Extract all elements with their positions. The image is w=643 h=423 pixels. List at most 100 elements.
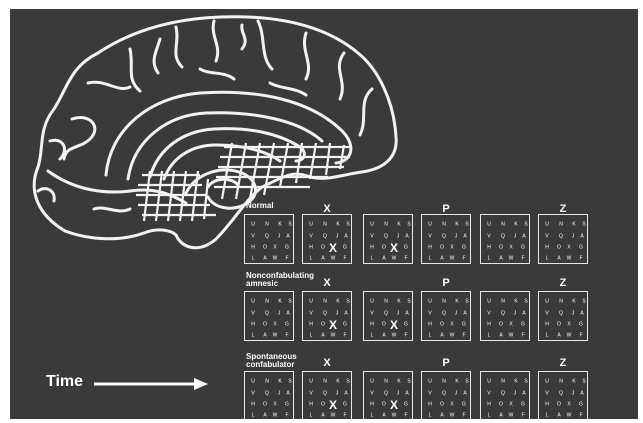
grid-letter: L [309,332,313,339]
grid-letter: O [382,321,386,328]
grid-letter: O [499,321,503,328]
grid-letter: U [251,298,255,305]
grid-letter: A [580,233,584,240]
grid-letter: O [440,401,444,408]
grid-letter: L [487,332,491,339]
grid-letter: F [521,412,525,419]
grid-letter: U [487,221,491,228]
grid-letter: H [251,321,255,328]
grid-letter: W [508,412,514,419]
column-header: Z [559,357,567,369]
grid-letter: V [251,310,255,317]
grid-letter: A [321,412,325,419]
grid-letter: Q [442,233,446,240]
grid-letter: K [514,298,518,305]
grid-letter: F [404,332,408,339]
grid-letter: X [273,244,277,251]
grid-letter: W [508,332,514,339]
grid-letter: F [285,412,289,419]
grid-letter: S [582,298,586,305]
grid-letter: Q [323,390,327,397]
grid-letter: A [580,310,584,317]
column-header: P [442,357,450,369]
grid-letter: W [391,332,397,339]
group-label: Nonconfabulating amnesic [246,271,314,288]
grid-letter: U [428,298,432,305]
grid-letter: J [571,233,575,240]
grid-letter: H [309,321,313,328]
grid-letter: X [509,401,513,408]
grid-letter: W [508,255,514,262]
grid-letter: X [273,401,277,408]
grid-letter: O [499,401,503,408]
grid-letter: N [265,221,269,228]
grid-letter: U [545,298,549,305]
grid-letter: W [272,332,278,339]
grid-letter: V [428,310,432,317]
grid-letter: V [251,390,255,397]
grid-letter: F [521,332,525,339]
grid-letter: A [382,332,386,339]
grid-letter: N [559,298,563,305]
grid-letter: W [566,412,572,419]
column-header: X [323,277,331,289]
grid-letter: H [370,321,374,328]
grid-letter: J [277,390,281,397]
grid-letter: K [455,221,459,228]
grid-letter: J [396,233,400,240]
grid-letter: J [277,233,281,240]
grid-letter: K [514,378,518,385]
grid-letter: S [465,298,469,305]
grid-letter: F [285,255,289,262]
grid-letter: J [335,310,339,317]
grid-letter: U [370,378,374,385]
grid-letter: V [487,390,491,397]
grid-letter: H [370,401,374,408]
grid-letter: K [278,221,282,228]
grid-letter: L [251,255,255,262]
grid-letter: X [509,321,513,328]
grid-letter: N [501,378,505,385]
grid-letter: W [566,332,572,339]
grid-letter: J [513,233,517,240]
grid-letter: A [405,390,409,397]
grid-letter: X [389,241,399,255]
grid-letter: Q [384,233,388,240]
column-header: P [442,203,450,215]
grid-letter: A [286,310,290,317]
grid-letter: Q [384,390,388,397]
grid-letter: S [524,298,528,305]
grid-letter: G [285,401,289,408]
time-arrow [94,378,208,390]
grid-letter: U [251,378,255,385]
grid-letter: N [384,378,388,385]
grid-letter: J [513,390,517,397]
grid-letter: S [288,298,292,305]
grid-letter: X [328,398,338,412]
grid-letter: H [370,244,374,251]
grid-letter: Q [265,390,269,397]
grid-letter: F [343,255,347,262]
grid-letter: W [449,255,455,262]
grid-letter: K [455,378,459,385]
grid-letter: L [370,412,374,419]
grid-letter: H [487,321,491,328]
group-label: Normal [246,201,274,210]
grid-letter: A [263,332,267,339]
grid-letter: A [557,255,561,262]
grid-letter: Q [323,310,327,317]
grid-letter: Q [265,310,269,317]
grid-letter: K [572,378,576,385]
grid-letter: N [559,221,563,228]
grid-letter: O [440,321,444,328]
grid-letter: S [582,378,586,385]
grid-letter: U [309,378,313,385]
grid-letter: A [499,332,503,339]
grid-letter: Q [265,233,269,240]
grid-letter: L [309,255,313,262]
